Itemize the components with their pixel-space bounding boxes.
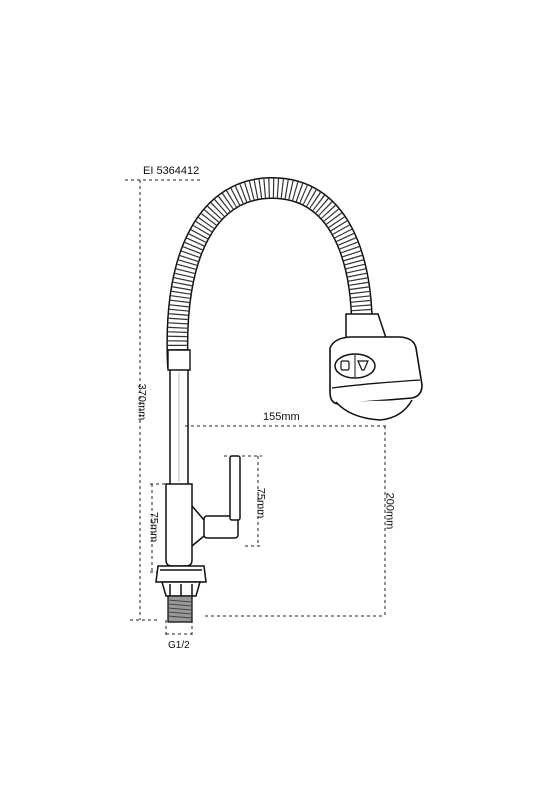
total-height-label: 370mm (135, 383, 148, 421)
thread-size-label: G1/2 (168, 640, 190, 651)
stream-mode-icon (340, 360, 350, 371)
reach-dimension-label: 155mm (263, 411, 300, 423)
lever-handle (229, 455, 241, 521)
threaded-connector (167, 595, 193, 623)
product-code: EI 5364412 (143, 165, 200, 177)
spray-mode-icon (357, 360, 369, 371)
hose-collar (167, 349, 191, 371)
handle-length-label: 75mm (254, 487, 267, 519)
body-height-label: 75mm (147, 511, 160, 543)
faucet-body (165, 455, 241, 567)
mounting-base (155, 565, 207, 597)
spout-height-label: 200mm (383, 492, 396, 530)
dimension-lines (125, 179, 388, 638)
riser-pipe (169, 370, 189, 484)
spray-head (329, 313, 423, 421)
flexible-hose (166, 176, 373, 369)
